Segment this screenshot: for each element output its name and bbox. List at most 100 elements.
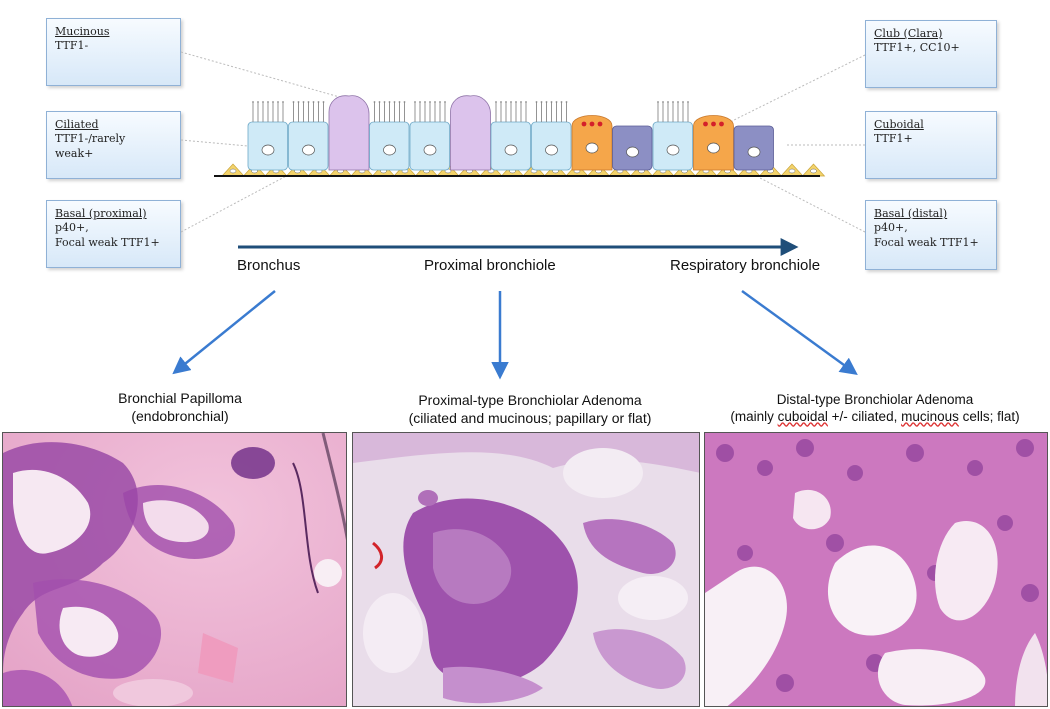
ciliated-cell-nucleus <box>666 144 680 156</box>
mucinous-cell <box>328 95 370 171</box>
cilium-tip <box>439 101 441 103</box>
connector-club <box>729 54 866 123</box>
callout-body: TTF1- <box>55 39 89 53</box>
club-cell-granule <box>589 121 595 127</box>
ciliated-cell-nucleus <box>383 144 396 156</box>
callout-cuboidal: Cuboidal TTF1+ <box>865 111 997 179</box>
cilium-tip <box>510 101 512 103</box>
micrograph-proximal-adenoma <box>352 432 700 707</box>
caption-title: Bronchial Papilloma <box>118 390 242 406</box>
cilium-tip <box>262 101 264 103</box>
callout-basal-distal: Basal (distal) p40+, Focal weak TTF1+ <box>865 200 997 270</box>
cilium-tip <box>297 101 300 103</box>
cilium-tip <box>500 101 502 103</box>
cilium-tip <box>565 101 568 103</box>
club-cell-nucleus <box>707 142 720 154</box>
cilium-tip <box>312 101 315 103</box>
caption-title: Proximal-type Bronchiolar Adenoma <box>418 392 642 408</box>
cilium-tip <box>252 101 254 103</box>
cilium-tip <box>277 101 279 103</box>
basal-cell-nucleus <box>810 168 817 174</box>
cilium-tip <box>495 101 497 103</box>
basal-cell-nucleus <box>788 168 796 174</box>
cilium-tip <box>525 101 527 103</box>
cilium-tip <box>398 101 401 103</box>
cilium-tip <box>677 101 679 103</box>
cilium-tip <box>444 101 446 103</box>
callout-title: Basal (proximal) <box>55 207 147 220</box>
micrograph-distal-adenoma <box>704 432 1048 707</box>
club-cell-granule <box>581 121 587 127</box>
callout-mucinous: Mucinous TTF1- <box>46 18 181 86</box>
cilium-tip <box>667 101 669 103</box>
cilium-tip <box>378 101 381 103</box>
label-bronchus: Bronchus <box>237 257 301 274</box>
cilium-tip <box>545 101 548 103</box>
caption-title: Distal-type Bronchiolar Adenoma <box>776 392 974 407</box>
callout-title: Ciliated <box>55 118 99 131</box>
connector-basal-distal <box>759 177 866 233</box>
cuboidal-cell-nucleus <box>747 146 761 158</box>
ciliated-cell-nucleus <box>423 144 437 156</box>
callout-title: Cuboidal <box>874 118 924 131</box>
cilium-tip <box>272 101 274 103</box>
cilium-tip <box>419 101 421 103</box>
arrow-to-distal-adenoma <box>741 289 858 376</box>
label-respiratory-bronchiole: Respiratory bronchiole <box>670 257 821 274</box>
label-proximal-bronchiole: Proximal bronchiole <box>424 257 556 274</box>
cilium-tip <box>388 101 391 103</box>
cilium-tip <box>560 101 563 103</box>
callout-title: Mucinous <box>55 25 110 38</box>
cilium-tip <box>520 101 522 103</box>
callout-basal-proximal: Basal (proximal) p40+, Focal weak TTF1+ <box>46 200 181 268</box>
cilium-tip <box>373 101 376 103</box>
cilium-tip <box>424 101 426 103</box>
caption-detail: (mainly cuboidal +/- ciliated, mucinous … <box>730 408 1020 424</box>
cilium-tip <box>317 101 320 103</box>
caption-proximal-adenoma: Proximal-type Bronchiolar Adenoma (cilia… <box>370 392 690 427</box>
ciliated-cell-nucleus <box>261 144 275 156</box>
cilium-tip <box>687 101 689 103</box>
cilium-tip <box>414 101 416 103</box>
connector-lines <box>180 51 866 233</box>
callout-ciliated: Ciliated TTF1-/rarely weak+ <box>46 111 181 179</box>
cilium-tip <box>257 101 259 103</box>
club-cell-granule <box>703 121 708 127</box>
callout-title: Club (Clara) <box>874 27 943 40</box>
ciliated-cell-nucleus <box>545 144 558 156</box>
caption-distal-adenoma: Distal-type Bronchiolar Adenoma (mainly … <box>700 392 1050 426</box>
cilium-tip <box>555 101 558 103</box>
club-cell-granule <box>719 121 724 127</box>
cilium-tip <box>267 101 269 103</box>
club-cell-granule <box>597 121 603 127</box>
callout-body: TTF1+ <box>874 132 913 146</box>
callout-club: Club (Clara) TTF1+, CC10+ <box>865 20 997 88</box>
cilium-tip <box>505 101 507 103</box>
mucinous-cell <box>450 95 491 171</box>
club-cell-nucleus <box>585 142 599 154</box>
callout-title: Basal (distal) <box>874 207 948 220</box>
airway-epithelium <box>221 95 826 177</box>
cilium-tip <box>682 101 684 103</box>
ciliated-cell-nucleus <box>504 144 518 156</box>
cilium-tip <box>383 101 386 103</box>
cilium-tip <box>672 101 674 103</box>
callout-body: TTF1+, CC10+ <box>874 41 960 55</box>
micrograph-bronchial-papilloma <box>2 432 347 707</box>
cilium-tip <box>540 101 543 103</box>
cilium-tip <box>393 101 396 103</box>
cilium-tip <box>302 101 305 103</box>
cilium-tip <box>535 101 538 103</box>
cilium-tip <box>515 101 517 103</box>
cilium-tip <box>307 101 310 103</box>
caption-detail: (endobronchial) <box>131 407 229 424</box>
ciliated-cell-nucleus <box>302 144 315 156</box>
cilium-tip <box>403 101 406 103</box>
basal-cell-nucleus <box>229 168 237 174</box>
cilium-tip <box>292 101 295 103</box>
club-cell-granule <box>711 121 716 127</box>
cuboidal-cell-nucleus <box>626 146 639 158</box>
callout-body: TTF1-/rarely weak+ <box>55 132 126 160</box>
cilium-tip <box>657 101 659 103</box>
